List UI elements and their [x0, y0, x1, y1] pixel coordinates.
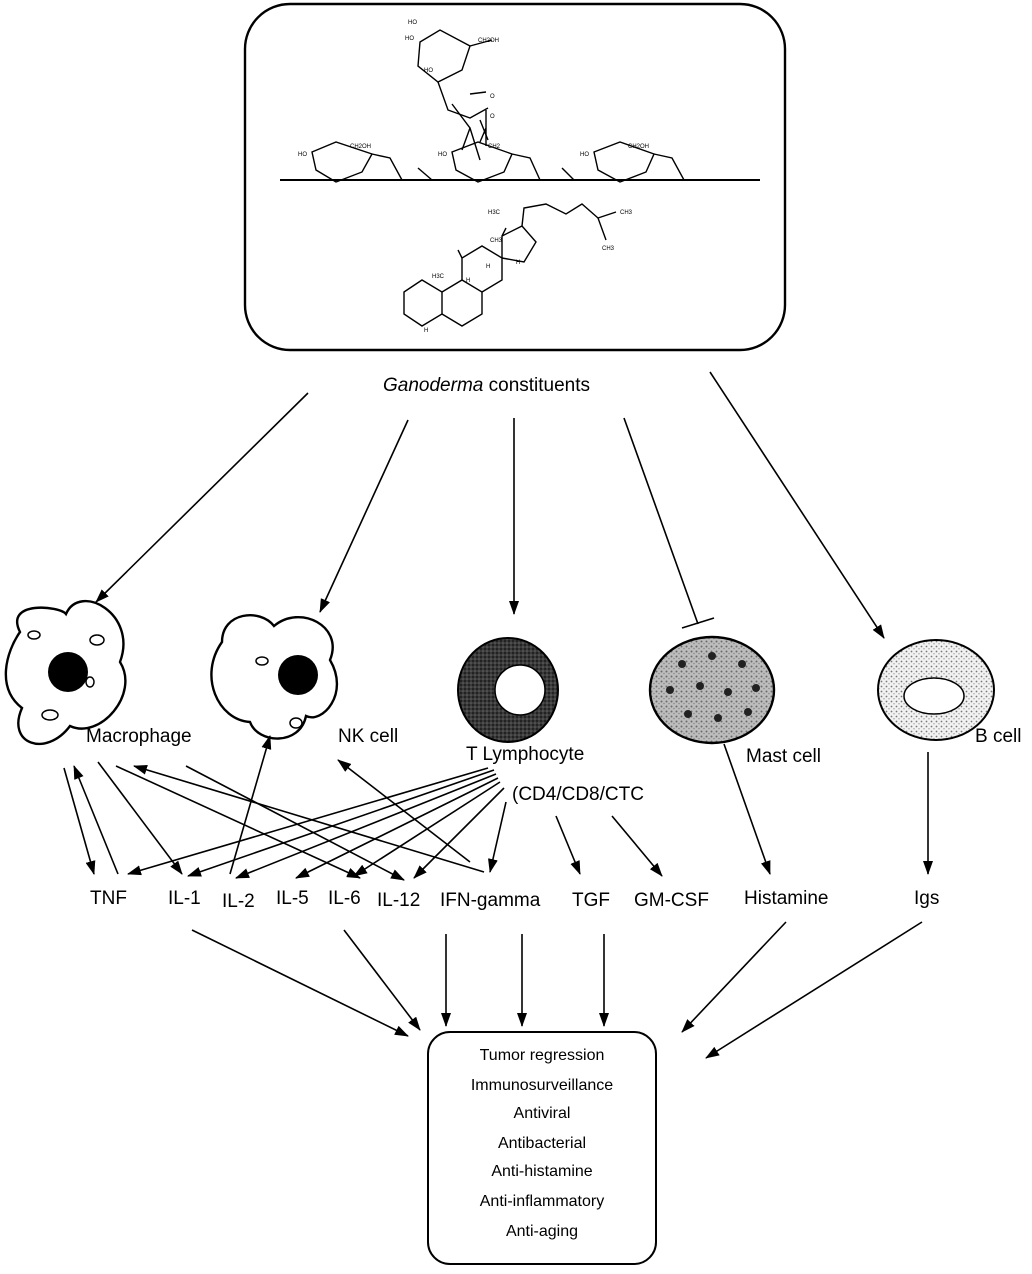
caption-rest: constituents [483, 375, 590, 396]
nk-cell [210, 614, 338, 740]
arrow-mac-il12 [185, 765, 405, 881]
arrow-tnf-mac [73, 765, 119, 875]
chem-label-chain-ch2: CH2 [488, 144, 501, 150]
mediator-il12: IL-12 [377, 890, 420, 911]
constituents-box: HO HO CH2OH HO O O HO CH2OH HO CH2 HO CH… [243, 2, 787, 352]
effects-box: Tumor regression Immunosurveillance Anti… [427, 1031, 657, 1265]
arrow-t-il6 [353, 781, 501, 877]
chem-label-h1: H [466, 278, 470, 284]
sterol-structure [403, 203, 617, 327]
arrow-t-tnf [127, 767, 489, 876]
mediator-tgf: TGF [572, 890, 610, 911]
t-lymphocyte-label: T Lymphocyte [466, 744, 584, 765]
polysaccharide-chain [280, 127, 760, 183]
mast-cell [648, 635, 776, 745]
chem-label-h3c-top: H3C [488, 210, 501, 216]
effect-immunosurveillance: Immunosurveillance [471, 1077, 613, 1094]
b-cell [877, 639, 995, 741]
effect-anti-inflammatory: Anti-inflammatory [480, 1193, 604, 1210]
nk-label: NK cell [338, 726, 398, 747]
mediator-histamine: Histamine [744, 888, 828, 909]
mediator-il6: IL-6 [328, 888, 361, 909]
effect-arrows [191, 921, 923, 1059]
arrow-mast-histamine [723, 743, 771, 875]
nk-nucleus [278, 655, 318, 695]
arrow-to-macrophage [95, 392, 309, 603]
caption-italic: Ganoderma [383, 375, 483, 396]
b-cell-label: B cell [975, 726, 1021, 747]
arrow-to-bcell [709, 371, 885, 639]
t-lymphocyte-sublabel: (CD4/CD8/CTC [512, 784, 644, 805]
arrow-mac-il6 [115, 765, 361, 879]
chem-label-ch3-right: CH3 [620, 210, 633, 216]
chem-label-ch3-down: CH3 [602, 246, 615, 252]
arrow-ifn-mac [133, 764, 485, 873]
inhibit-mast [623, 417, 699, 625]
arrow-t-il1 [187, 769, 495, 877]
mediator-labels: TNF IL-1 IL-2 IL-5 IL-6 IL-12 IFN-gamma … [90, 888, 939, 912]
mediator-igs: Igs [914, 888, 939, 909]
arrow-igs-effects [705, 921, 923, 1059]
effect-anti-aging: Anti-aging [506, 1223, 578, 1240]
arrow-t-ifn [488, 801, 507, 873]
chem-label-chain-ch2oh2: CH2OH [628, 144, 649, 150]
mediator-il1: IL-1 [168, 888, 201, 909]
chem-label-chain-ch2oh1: CH2OH [350, 144, 371, 150]
arrow-t-il12 [413, 787, 505, 879]
chem-label-h2: H [486, 264, 490, 270]
arrow-il2-nk [229, 735, 272, 875]
mediator-arrows [63, 735, 933, 881]
effect-antibacterial: Antibacterial [498, 1135, 586, 1152]
arrow-t-gmcsf [611, 815, 663, 877]
mediator-il2: IL-2 [222, 891, 255, 912]
t-lymphocyte-cell [457, 637, 559, 743]
chem-label-h3: H [516, 260, 520, 266]
chem-label-ch3-mid: CH3 [490, 238, 503, 244]
mast-label: Mast cell [746, 746, 821, 767]
arrow-to-nk [319, 419, 409, 613]
chem-label-h3c-low: H3C [432, 274, 445, 280]
arrow-il6-effects [343, 929, 421, 1031]
constituents-caption: Ganoderma constituents [383, 375, 590, 396]
chem-label-chain-ho3: HO [580, 152, 589, 158]
chem-label-ho1: HO [408, 20, 417, 26]
mediator-ifn-gamma: IFN-gamma [440, 890, 541, 911]
chem-label-ho2: HO [405, 36, 414, 42]
inhibit-bar [681, 617, 715, 629]
mediator-il5: IL-5 [276, 888, 309, 909]
polysaccharide-branch [417, 29, 493, 161]
effect-tumor-regression: Tumor regression [480, 1047, 605, 1064]
effect-anti-histamine: Anti-histamine [491, 1163, 592, 1180]
macrophage-label: Macrophage [86, 726, 192, 747]
arrow-histamine-effects [681, 921, 787, 1033]
constituent-arrows [95, 371, 885, 639]
chem-label-ho3: HO [424, 68, 433, 74]
effects-frame [427, 1031, 657, 1265]
mediator-tnf: TNF [90, 888, 127, 909]
chem-label-h4: H [424, 328, 428, 334]
b-nucleus [903, 677, 965, 715]
arrow-il1-effects [191, 929, 409, 1037]
arrow-t-il2 [235, 773, 497, 879]
chem-label-o1: O [490, 94, 495, 100]
t-nucleus [494, 664, 546, 716]
arrow-mac-tnf [63, 767, 96, 875]
chem-label-chain-ho2: HO [438, 152, 447, 158]
chem-label-ch2oh: CH2OH [478, 38, 499, 44]
constituents-frame [243, 2, 787, 352]
chem-label-chain-ho1: HO [298, 152, 307, 158]
mediator-gm-csf: GM-CSF [634, 890, 709, 911]
arrow-t-tgf [555, 815, 581, 875]
effect-antiviral: Antiviral [514, 1105, 571, 1122]
arrow-mac-il1 [97, 761, 183, 875]
chem-label-o2: O [490, 114, 495, 120]
macrophage-nucleus [48, 652, 88, 692]
macrophage-cell [4, 600, 127, 745]
arrow-t-il5 [295, 777, 499, 879]
